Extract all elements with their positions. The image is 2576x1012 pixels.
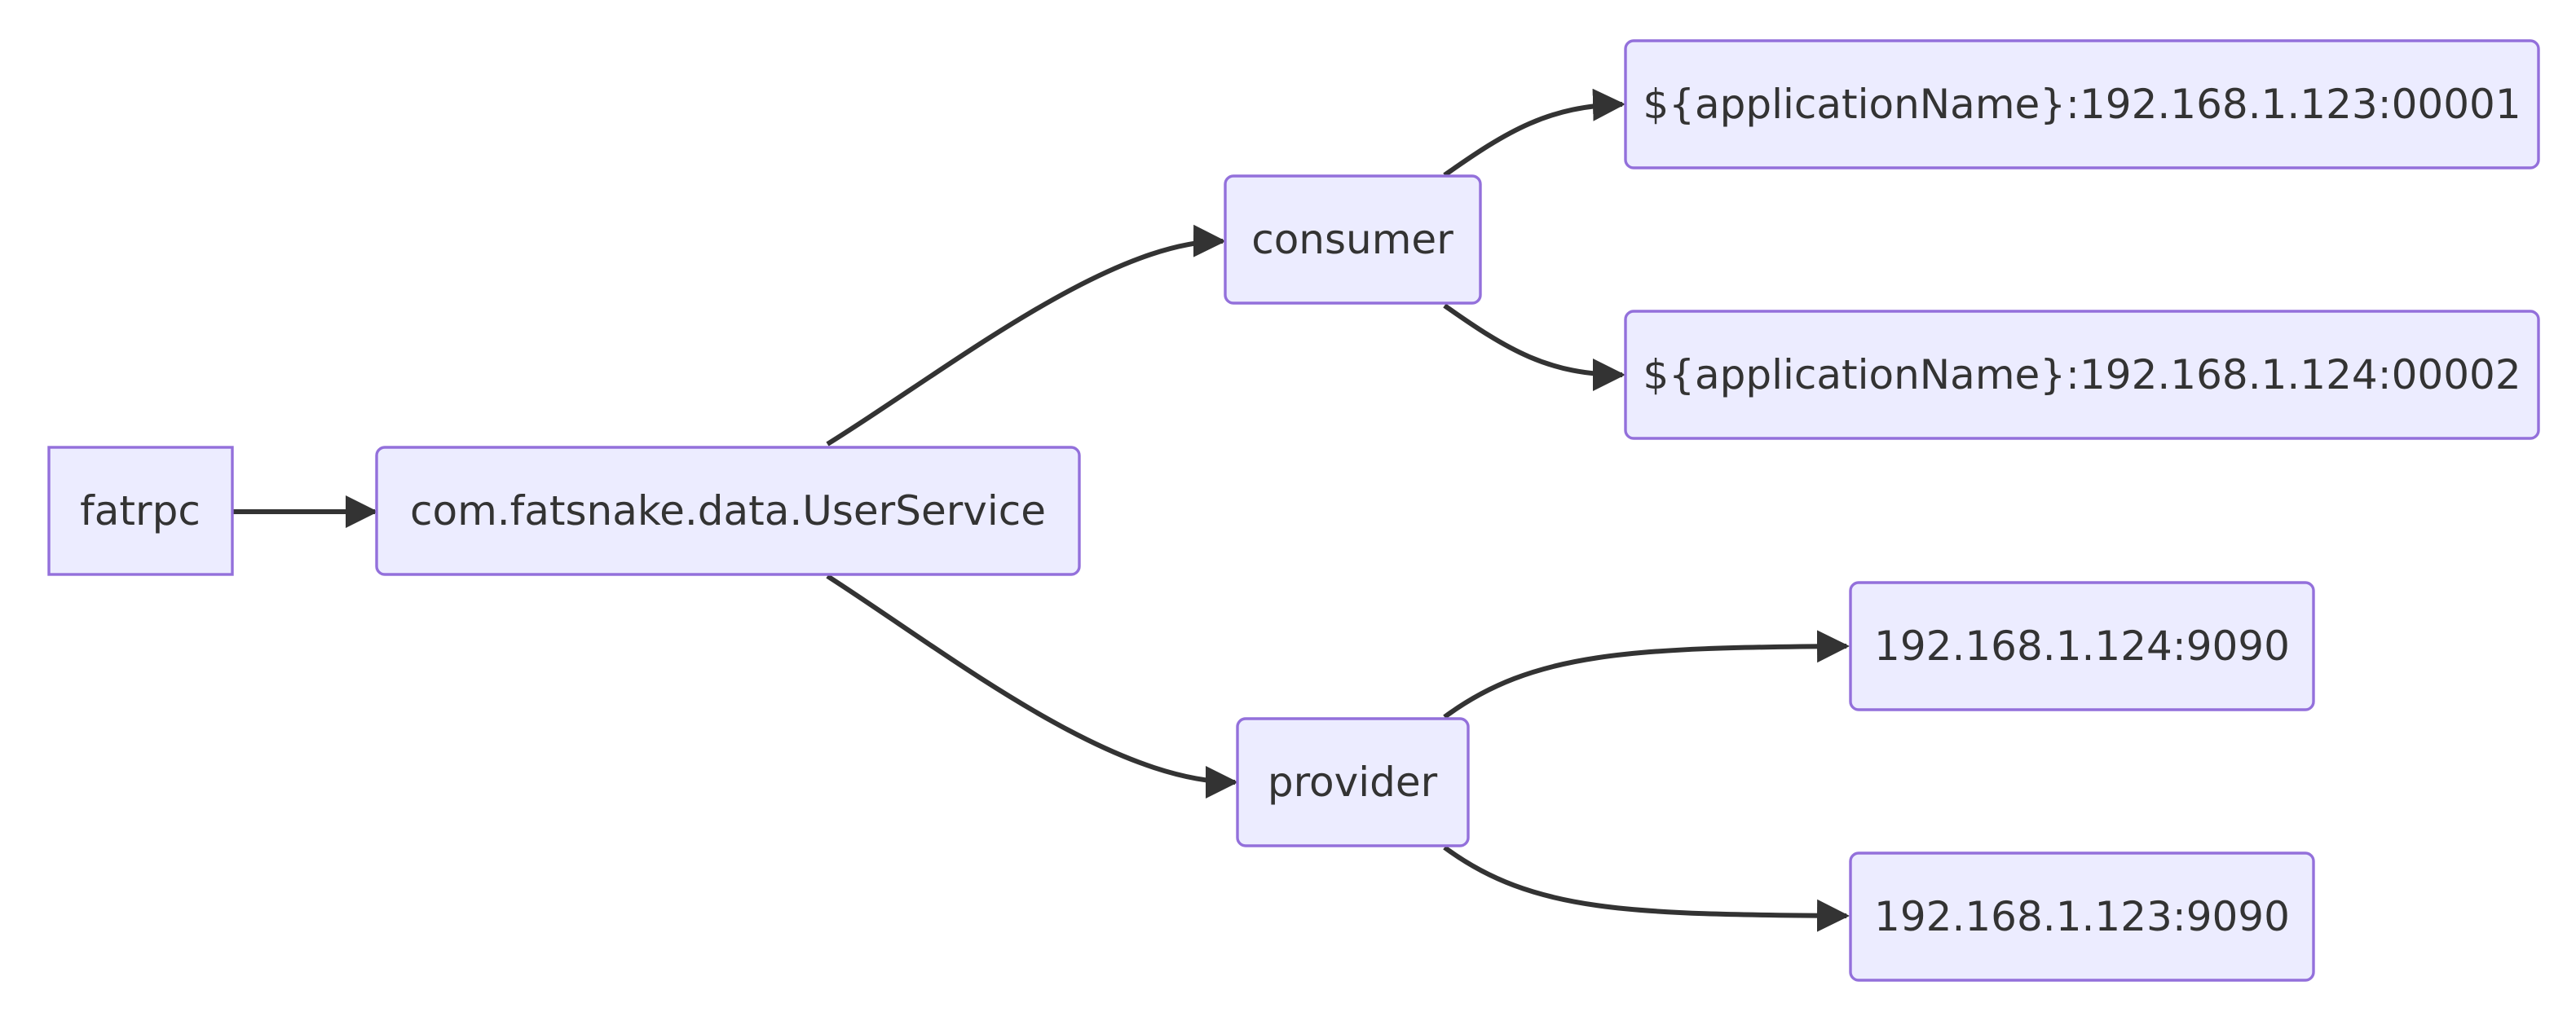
edge-service-to-provider: [826, 574, 1238, 799]
node-fatrpc-box: [47, 446, 234, 576]
edges: [232, 88, 1850, 932]
node-service-label: com.fatsnake.data.UserService: [410, 487, 1046, 535]
node-service[interactable]: com.fatsnake.data.UserService: [375, 446, 1081, 576]
node-provider-instance-2-box: [1849, 851, 2315, 982]
node-consumer-instance-1[interactable]: ${applicationName}:192.168.1.123:00001: [1624, 39, 2540, 169]
node-fatrpc-label: fatrpc: [80, 487, 201, 535]
node-consumer-instance-2-box: [1624, 310, 2540, 440]
node-provider[interactable]: provider: [1236, 717, 1470, 847]
node-provider-instance-2[interactable]: 192.168.1.123:9090: [1849, 851, 2315, 982]
edge-provider-to-provider2: [1443, 845, 1850, 932]
node-provider-label: provider: [1268, 759, 1438, 806]
node-provider-instance-2-label: 192.168.1.123:9090: [1874, 893, 2290, 940]
edge-consumer-to-consumer1: [1443, 88, 1625, 178]
node-provider-box: [1236, 717, 1470, 847]
node-consumer-box: [1224, 174, 1482, 305]
node-consumer-label: consumer: [1251, 216, 1453, 263]
node-consumer-instance-1-box: [1624, 39, 2540, 169]
node-consumer-instance-2-label: ${applicationName}:192.168.1.124:00002: [1643, 351, 2521, 398]
edge-consumer-to-consumer2: [1443, 303, 1625, 391]
edge-provider-to-provider1: [1443, 630, 1850, 719]
node-provider-instance-1-box: [1849, 581, 2315, 711]
node-service-box: [375, 446, 1081, 576]
node-consumer[interactable]: consumer: [1224, 174, 1482, 305]
edge-service-to-consumer: [826, 224, 1226, 447]
node-provider-instance-1-label: 192.168.1.124:9090: [1874, 623, 2290, 670]
node-consumer-instance-1-label: ${applicationName}:192.168.1.123:00001: [1643, 81, 2521, 128]
node-consumer-instance-2[interactable]: ${applicationName}:192.168.1.124:00002: [1624, 310, 2540, 440]
node-provider-instance-1[interactable]: 192.168.1.124:9090: [1849, 581, 2315, 711]
node-fatrpc[interactable]: fatrpc: [47, 446, 234, 576]
